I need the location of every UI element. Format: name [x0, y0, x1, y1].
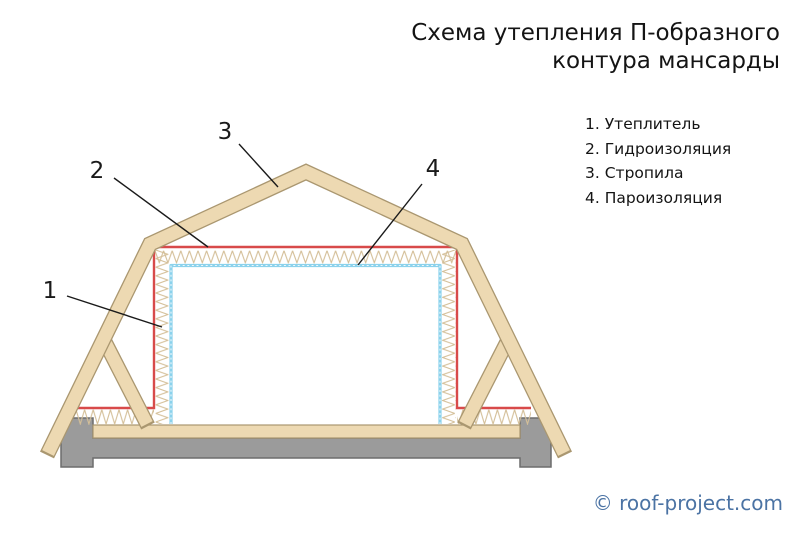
copyright-watermark: © roof-project.com	[592, 491, 783, 515]
legend-item-insulation: 1. Утеплитель	[585, 115, 701, 133]
callout-lines	[66, 143, 423, 328]
legend-item-vaporbarrier: 4. Пароизоляция	[585, 188, 723, 207]
floor-beam	[92, 424, 521, 439]
legend-item-rafters: 3. Стропила	[585, 164, 684, 182]
callout-line-4	[357, 183, 423, 266]
legend-item-hydrobarrier: 2. Гидроизоляция	[585, 139, 732, 158]
left-strut	[98, 338, 155, 430]
page-title: Схема утепления П-образного контура манс…	[411, 19, 780, 75]
rafter-frame	[39, 163, 573, 459]
page-title-line-1: Схема утепления П-образного	[411, 20, 780, 46]
page-title-line-2: контура мансарды	[552, 48, 780, 74]
callout-number-4: 4	[426, 156, 441, 182]
callout-number-2: 2	[90, 158, 105, 184]
insulation-layer	[76, 250, 531, 425]
vapor-barrier-dashes	[170, 264, 441, 424]
callout-number-3: 3	[218, 119, 233, 145]
callout-line-3	[238, 143, 279, 188]
legend: 1. Утеплитель 2. Гидроизоляция 3. Стропи…	[585, 112, 731, 210]
callout-line-1	[66, 295, 163, 328]
vapor-barrier-line	[169, 263, 442, 424]
right-strut	[457, 338, 514, 430]
callout-number-1: 1	[43, 278, 58, 304]
callout-line-2	[113, 177, 209, 248]
